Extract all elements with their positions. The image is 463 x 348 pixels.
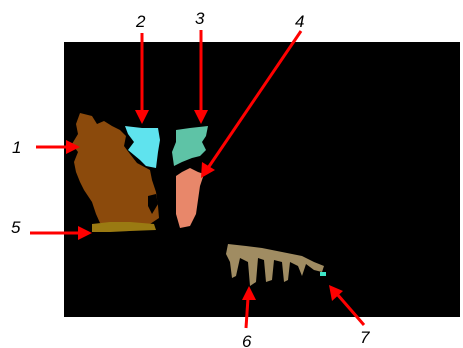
callout-label-4: 4 <box>295 12 304 31</box>
segment-7-region <box>320 272 326 276</box>
segment-4-region <box>176 168 204 228</box>
segment-5-region <box>92 222 156 232</box>
callout-7-arrowhead <box>329 285 343 301</box>
callout-7-arrow <box>335 293 366 326</box>
segment-2-region <box>125 126 160 168</box>
callout-6-arrow <box>244 297 250 329</box>
callout-arrows <box>30 30 366 329</box>
callout-label-3: 3 <box>195 9 205 28</box>
segment-3-region <box>172 126 208 166</box>
callout-4-arrow <box>206 30 303 169</box>
callout-label-6: 6 <box>242 332 252 348</box>
callout-3-arrowhead <box>194 110 208 124</box>
callout-1-arrowhead <box>66 140 80 154</box>
callout-2-arrowhead <box>135 110 149 124</box>
callout-label-5: 5 <box>11 218 21 237</box>
callout-5-arrowhead <box>78 226 92 240</box>
callout-labels: 1 2 3 4 5 6 7 <box>11 9 370 348</box>
callout-label-2: 2 <box>135 12 146 31</box>
callout-6-arrowhead <box>242 286 256 300</box>
callout-label-7: 7 <box>360 328 370 347</box>
segment-6-region <box>226 244 324 286</box>
callout-4-arrowhead <box>201 162 215 178</box>
callout-label-1: 1 <box>12 138 21 157</box>
segment-1-region <box>72 113 159 226</box>
segment-1-notch <box>148 194 158 214</box>
